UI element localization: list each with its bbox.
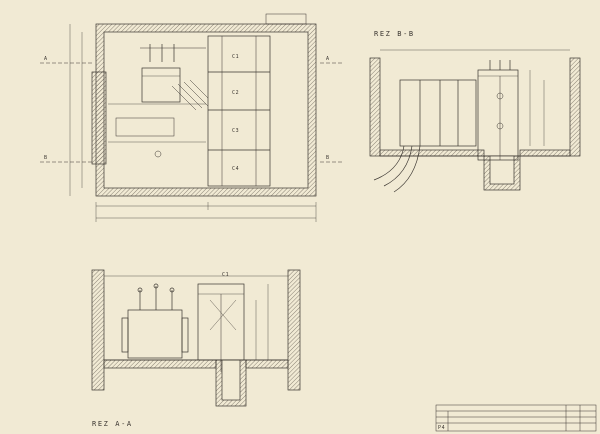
title-block-sheet-no: P4 (438, 425, 445, 431)
title-block (435, 404, 597, 432)
section-a-cell-label: C1 (222, 272, 229, 278)
section-b-title: REZ B-B (374, 30, 415, 38)
section-b-view (369, 49, 581, 193)
plan-cell-label-3: C3 (232, 128, 239, 134)
marker-a-right: A (326, 56, 330, 62)
marker-a-left: A (44, 56, 48, 62)
section-a-title: REZ A-A (92, 420, 133, 428)
plan-cell-label-1: C1 (232, 54, 239, 60)
section-a-view (91, 269, 301, 407)
plan-cell-label-2: C2 (232, 90, 239, 96)
marker-b-left: B (44, 155, 48, 161)
plan-view (40, 13, 344, 222)
plan-cell-label-4: C4 (232, 166, 239, 172)
marker-b-right: B (326, 155, 330, 161)
